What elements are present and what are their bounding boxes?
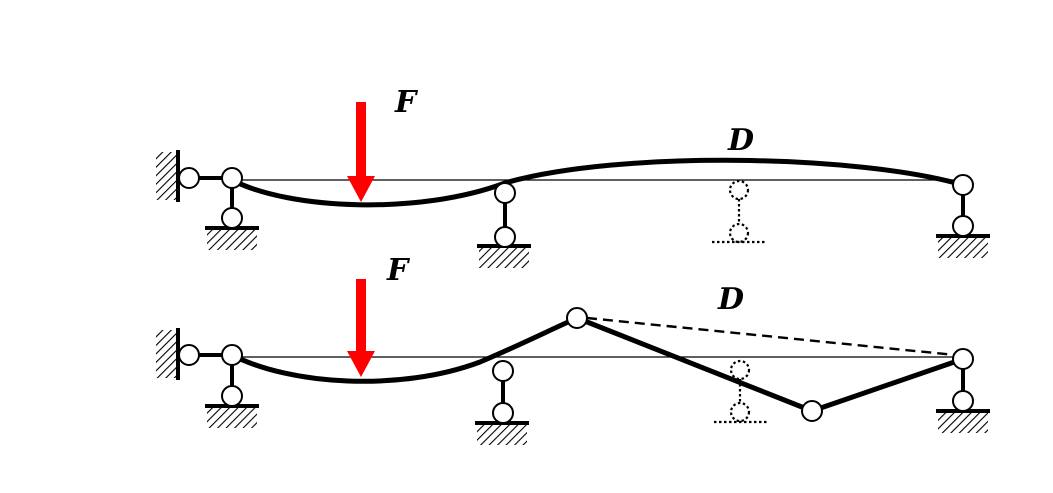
bottom-force-arrow bbox=[347, 279, 375, 377]
bottom-removed-support bbox=[714, 359, 768, 424]
bottom-deflection-label: D bbox=[717, 282, 744, 317]
top-pin-right-base bbox=[952, 215, 974, 237]
top-pin-mid-base bbox=[494, 226, 516, 248]
top-wall-support bbox=[156, 150, 180, 202]
bottom-deflected-beam bbox=[230, 315, 579, 384]
bottom-mechanism-segment-1 bbox=[576, 315, 813, 414]
bottom-pin-right bbox=[952, 348, 974, 370]
bottom-force-label: F bbox=[386, 253, 411, 288]
bottom-pin-mid bbox=[492, 360, 514, 382]
top-pin-left bbox=[221, 167, 243, 189]
top-pin-left-base bbox=[221, 207, 243, 229]
bottom-pin-right-base bbox=[952, 390, 974, 412]
top-deflection-label: D bbox=[727, 123, 754, 158]
top-force-arrow bbox=[347, 102, 375, 202]
top-pin-mid bbox=[494, 182, 516, 204]
top-pin-right bbox=[952, 174, 974, 196]
bottom-pin-left bbox=[221, 344, 243, 366]
bottom-wall-support bbox=[156, 328, 180, 380]
bottom-pin-left-base bbox=[221, 385, 243, 407]
top-diagram: F D bbox=[156, 85, 990, 268]
bottom-hinge-top bbox=[566, 307, 588, 329]
bottom-diagram: F D bbox=[156, 253, 990, 445]
bottom-dashed-chord bbox=[586, 316, 956, 357]
bottom-pin-wall bbox=[178, 344, 200, 366]
bottom-pin-mid-base bbox=[492, 402, 514, 424]
top-force-label: F bbox=[394, 85, 419, 120]
top-deflected-beam bbox=[230, 157, 964, 208]
top-removed-support bbox=[712, 179, 766, 244]
bottom-mechanism-segment-2 bbox=[811, 356, 964, 414]
bottom-hinge-low bbox=[801, 400, 823, 422]
top-pin-wall bbox=[178, 167, 200, 189]
